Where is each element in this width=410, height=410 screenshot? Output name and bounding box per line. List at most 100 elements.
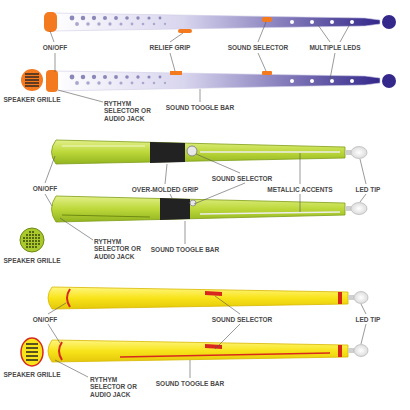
dot [310, 20, 314, 24]
part-label: SOUND TOOGLE BAR [151, 246, 220, 253]
grille-hole [32, 246, 34, 248]
speaker-grille-icon [21, 338, 43, 366]
dot [92, 16, 96, 20]
grille-hole [32, 240, 34, 242]
leader-lines [45, 22, 366, 378]
dot [164, 23, 166, 25]
part-label: MULTIPLE LEDS [309, 44, 360, 51]
grille-slot [26, 347, 38, 349]
part-label: ON/OFF [43, 44, 68, 51]
dot [70, 16, 75, 21]
part-label: SPEAKER GRILLE [3, 96, 60, 103]
grille-hole [35, 240, 37, 242]
part-label: RELIEF GRIP [150, 44, 191, 51]
part-label: RYTHYM SELECTOR OR AUDIO JACK [94, 238, 158, 260]
speaker-grille-icon [20, 228, 44, 252]
purple-pen-top [44, 12, 396, 33]
grille-slot [25, 82, 39, 83]
dot [330, 20, 334, 24]
dot [103, 75, 107, 79]
grille-hole [26, 243, 28, 245]
dot [70, 75, 75, 80]
dot [119, 81, 122, 84]
grille-slot [26, 355, 38, 357]
part-label: ON/OFF [33, 316, 58, 323]
grille-hole [35, 243, 37, 245]
dot [92, 75, 96, 79]
part-label: SPEAKER GRILLE [3, 257, 60, 264]
dot [147, 16, 150, 19]
part-label: SPEAKER GRILLE [3, 371, 60, 378]
dot [350, 20, 354, 24]
grille-hole [29, 234, 31, 236]
grille-hole [38, 243, 40, 245]
grille-slot [25, 79, 39, 80]
dot [136, 75, 139, 78]
dot [310, 79, 314, 83]
grille-hole [32, 234, 34, 236]
grille-hole [35, 237, 37, 239]
dot [290, 20, 294, 24]
grille-slot [26, 343, 38, 345]
dot [330, 79, 334, 83]
dot [114, 75, 118, 79]
part-label: RYTHYM SELECTOR OR AUDIO JACK [104, 100, 168, 122]
dot [153, 82, 155, 84]
dot [97, 22, 100, 25]
dot [81, 75, 86, 80]
part-label: METALLIC ACCENTS [267, 186, 332, 193]
grille-hole [26, 234, 28, 236]
part-label: SOUND TOOGLE BAR [156, 380, 225, 387]
dot [125, 75, 129, 79]
part-label: SOUND SELECTOR [212, 175, 273, 182]
dot [103, 16, 107, 20]
grille-hole [38, 234, 40, 236]
dot [147, 75, 150, 78]
grille-hole [38, 237, 40, 239]
part-label: ON/OFF [33, 185, 58, 192]
grille-hole [35, 246, 37, 248]
grille-hole [35, 234, 37, 236]
dot [136, 16, 139, 19]
grille-hole [32, 243, 34, 245]
green-pen-bottom [52, 196, 368, 222]
dot [86, 81, 90, 85]
dot [142, 82, 145, 85]
grille-hole [29, 237, 31, 239]
grille-hole [26, 240, 28, 242]
dot [131, 82, 134, 85]
yellow-pen-bottom [48, 340, 368, 362]
dot [108, 22, 111, 25]
grille-hole [29, 240, 31, 242]
dot [159, 76, 162, 79]
part-label: LED TIP [356, 316, 381, 323]
dot [131, 23, 134, 26]
dot [142, 23, 145, 26]
dot [75, 22, 79, 26]
grille-slot [25, 73, 39, 74]
dot [114, 16, 118, 20]
dot [164, 82, 166, 84]
dot [290, 79, 294, 83]
grille-hole [26, 246, 28, 248]
dot [350, 79, 354, 83]
dot [159, 17, 162, 20]
speaker-grille-icon [21, 69, 43, 91]
purple-pen-bottom [46, 70, 396, 92]
grille-hole [32, 231, 34, 233]
grille-slot [26, 351, 38, 353]
part-label: LED TIP [356, 186, 381, 193]
dot [75, 81, 79, 85]
green-pen-top [52, 140, 368, 164]
yellow-pen-top [48, 287, 368, 309]
dot [153, 23, 155, 25]
part-label: SOUND SELECTOR [228, 44, 289, 51]
dot [81, 16, 86, 21]
grille-hole [29, 231, 31, 233]
part-label: SOUND TOOGLE BAR [166, 104, 235, 111]
grille-hole [32, 237, 34, 239]
part-label: SOUND SELECTOR [212, 316, 273, 323]
grille-hole [29, 243, 31, 245]
